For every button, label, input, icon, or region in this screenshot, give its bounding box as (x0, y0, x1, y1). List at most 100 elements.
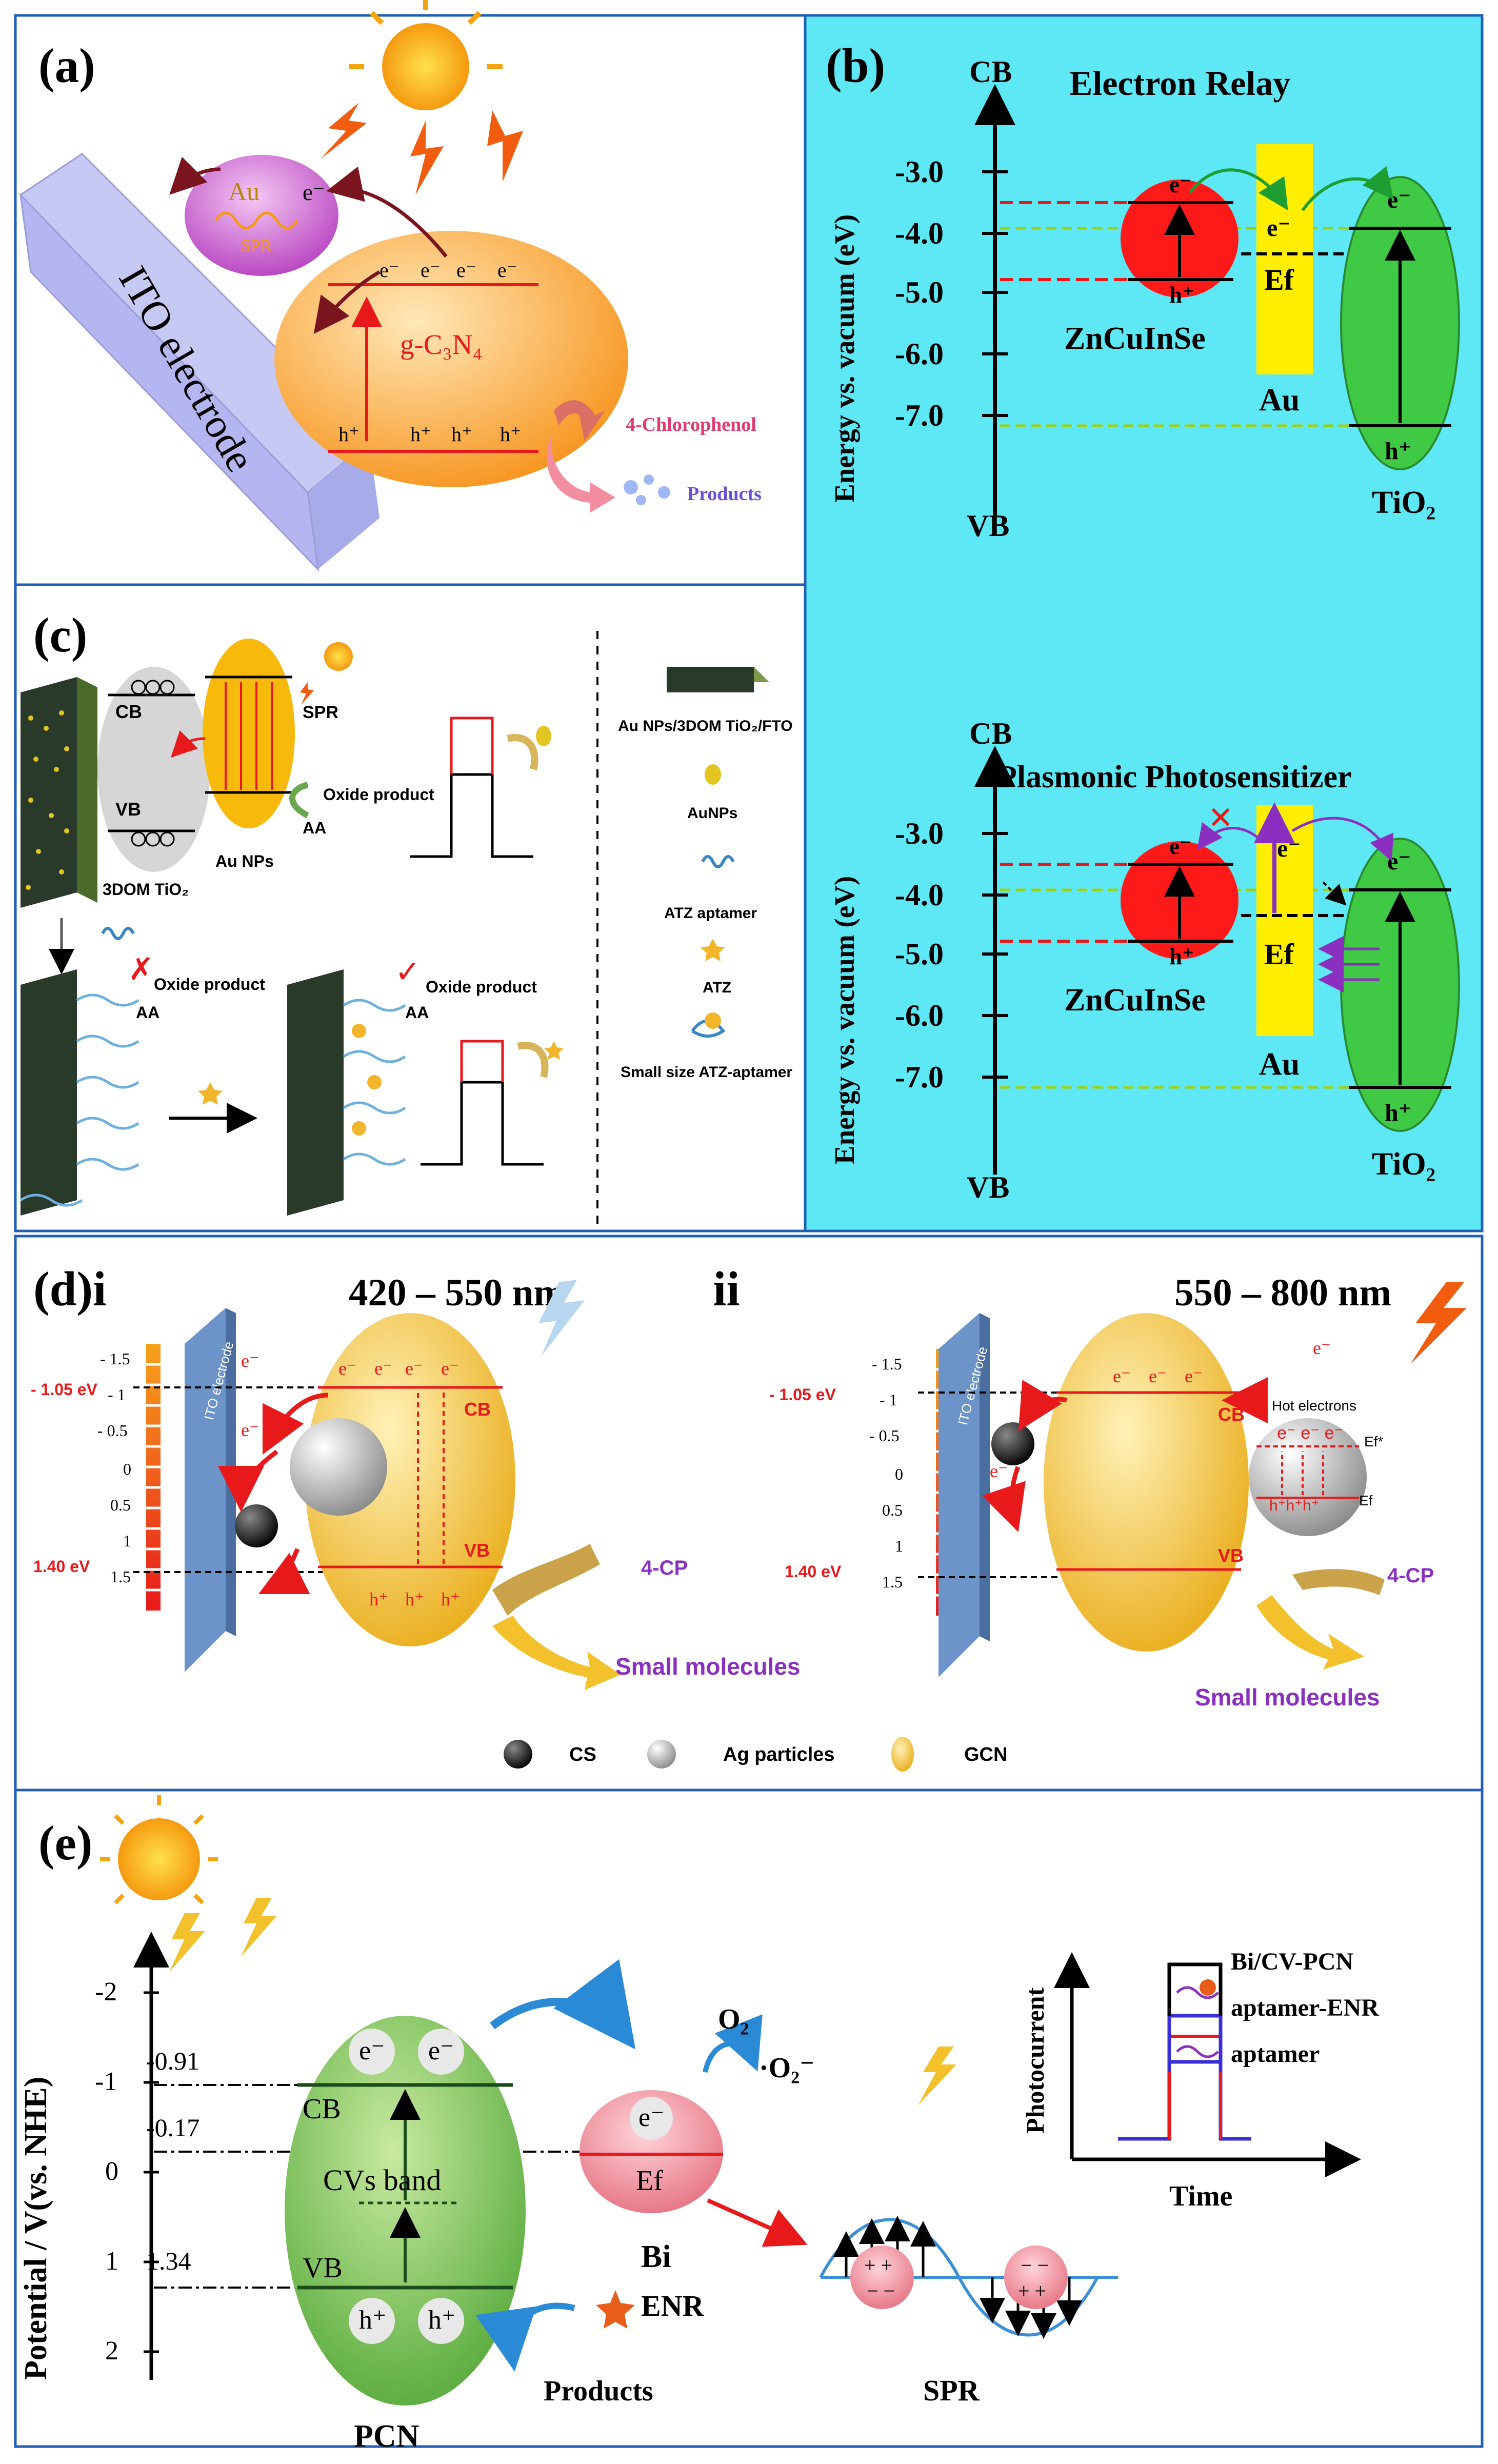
svg-text:e⁻: e⁻ (1277, 835, 1301, 862)
au-electron: e⁻ (303, 180, 325, 205)
svg-text:4-CP: 4-CP (1387, 1564, 1434, 1587)
svg-text:h⁺: h⁺ (441, 1589, 460, 1609)
bi-particle: e⁻ Ef Bi (580, 2090, 723, 2274)
gcn-label: g-C₃N₄ (400, 329, 483, 360)
tio2-electrode-stack-3 (287, 969, 406, 1216)
svg-text:Oxide product: Oxide product (426, 978, 537, 996)
svg-text:CB: CB (1218, 1404, 1245, 1425)
svg-text:− −: − − (867, 2279, 895, 2302)
svg-text:0: 0 (895, 1465, 903, 1483)
svg-text:e⁻: e⁻ (456, 259, 476, 282)
svg-text:e⁻: e⁻ (338, 1358, 356, 1379)
svg-text:e⁻: e⁻ (497, 259, 517, 282)
panel-c-legend: Au NPs/3DOM TiO₂/FTO AuNPs ATZ aptamer A… (618, 667, 793, 1081)
svg-text:e⁻: e⁻ (405, 1358, 423, 1379)
au-particle: Au e⁻ SPR (185, 155, 338, 276)
svg-text:Ef: Ef (1264, 263, 1294, 296)
svg-text:Products: Products (544, 2375, 653, 2407)
svg-text:- 1.05 eV: - 1.05 eV (769, 1385, 836, 1404)
svg-text:e⁻: e⁻ (1387, 848, 1411, 875)
svg-text:-3.0: -3.0 (895, 817, 944, 850)
svg-text:ZnCuInSe: ZnCuInSe (1064, 321, 1206, 356)
svg-text:h⁺: h⁺ (451, 423, 472, 446)
svg-text:0.5: 0.5 (882, 1501, 903, 1519)
svg-text:Potential / V(vs. NHE): Potential / V(vs. NHE) (18, 2077, 53, 2380)
reaction-arrow (554, 400, 605, 441)
subpanel-d-ii: - 1.5- 1 - 0.50 0.51 1.5 - 1.05 eV 1.40 … (769, 1313, 1434, 1711)
svg-text:e⁻: e⁻ (441, 1358, 459, 1379)
svg-text:0: 0 (123, 1460, 131, 1478)
bottom-energy-ticks: -3.0 -4.0 -5.0 -6.0 -7.0 (895, 817, 944, 1094)
svg-text:-3.0: -3.0 (895, 155, 944, 189)
gcn-electrons: e⁻e⁻ e⁻e⁻ (380, 259, 517, 282)
svg-text:-6.0: -6.0 (895, 999, 944, 1032)
svg-text:e⁻: e⁻ (241, 1420, 259, 1440)
svg-text:h⁺: h⁺ (338, 423, 359, 446)
tio2-electrode-stack-2 (19, 969, 139, 1216)
svg-text:3DOM TiO₂: 3DOM TiO₂ (103, 880, 189, 899)
svg-text:1: 1 (105, 2247, 118, 2276)
svg-text:Ef: Ef (636, 2165, 663, 2197)
inset-series-label-3: aptamer (1231, 2040, 1320, 2068)
legend-atz: ATZ (703, 979, 731, 996)
svg-text:Ag particles: Ag particles (723, 1744, 835, 1765)
svg-text:Au: Au (1259, 383, 1300, 418)
svg-text:SPR: SPR (923, 2374, 980, 2407)
svg-text:AA: AA (303, 819, 326, 837)
svg-text:-4.0: -4.0 (895, 878, 944, 912)
svg-text:Ef: Ef (1264, 938, 1294, 971)
svg-text:4-CP: 4-CP (641, 1557, 688, 1579)
panel-a-label: (a) (38, 38, 95, 93)
svg-text:VB: VB (967, 509, 1009, 543)
svg-text:CS: CS (569, 1744, 596, 1765)
svg-text:CB: CB (969, 717, 1012, 750)
svg-text:- 0.5: - 0.5 (97, 1421, 128, 1440)
svg-text:ZnCuInSe: ZnCuInSe (1064, 983, 1206, 1018)
svg-text:e⁻: e⁻ (241, 1350, 259, 1371)
svg-text:h⁺: h⁺ (359, 2306, 386, 2335)
svg-text:-5.0: -5.0 (895, 937, 944, 971)
svg-text:- 1.5: - 1.5 (100, 1349, 130, 1368)
legend-small-aptamer: Small size ATZ-aptamer (621, 1064, 792, 1081)
panel-e: (e) Potential / V(vs. NHE) -2 -1 0 1 2 (14, 1789, 1484, 2454)
svg-text:VB: VB (1218, 1545, 1244, 1566)
svg-text:-0.91: -0.91 (146, 2046, 199, 2075)
svg-text:VB: VB (115, 799, 141, 820)
svg-text:h⁺: h⁺ (369, 1589, 388, 1609)
tio2-electrode-stack-1 (21, 677, 97, 908)
ito-electrode-slab: ITO electrode (19, 153, 380, 572)
svg-text:-5.0: -5.0 (895, 275, 944, 309)
panel-d-ii-label: ii (713, 1262, 740, 1316)
svg-text:Oxide product: Oxide product (323, 785, 434, 804)
svg-text:2: 2 (105, 2336, 118, 2366)
panel-b-label: (b) (826, 38, 885, 93)
svg-text:e⁻: e⁻ (1185, 1366, 1203, 1386)
d-ii-ticks: - 1.5- 1 - 0.50 0.51 1.5 (869, 1355, 903, 1591)
svg-text:Hot electrons: Hot electrons (1272, 1398, 1356, 1414)
subpanel-d-i: - 1.5- 1 - 0.50 0.51 1.5 - 1.05 eV 1.40 … (31, 1308, 801, 1690)
svg-text:TiO₂: TiO₂ (1372, 485, 1435, 520)
svg-text:e⁻: e⁻ (638, 2103, 665, 2132)
svg-text:h⁺: h⁺ (410, 423, 431, 446)
svg-text:AA: AA (405, 1003, 429, 1022)
svg-text:CVs band: CVs band (323, 2163, 441, 2197)
svg-text:h⁺: h⁺ (1385, 1099, 1411, 1126)
svg-text:CB: CB (115, 701, 142, 722)
svg-text:Oxide product: Oxide product (154, 975, 265, 993)
panel-a: (a) ITO electrode Au e⁻ SPR (14, 0, 807, 586)
panel-c-label: (c) (33, 608, 87, 662)
photocurrent-pulse-1 (410, 717, 551, 858)
svg-text:-7.0: -7.0 (895, 399, 944, 432)
svg-text:550 – 800 nm: 550 – 800 nm (1174, 1271, 1391, 1314)
svg-text:Time: Time (1169, 2180, 1232, 2212)
gcn-holes: h⁺ h⁺ h⁺ h⁺ (338, 423, 521, 446)
reactant-label: 4-Chlorophenol (626, 414, 756, 435)
svg-text:Au NPs: Au NPs (215, 852, 274, 870)
svg-text:-2: -2 (95, 1977, 117, 2006)
panel-d: (d)i 420 – 550 nm - 1.5- 1 - 0.50 0.51 1… (14, 1235, 1484, 1792)
svg-text:h⁺: h⁺ (1385, 438, 1411, 465)
pcn-particle: e⁻e⁻ h⁺h⁺ CB VB CVs band PCN (285, 2016, 526, 2454)
svg-text:1.5: 1.5 (110, 1567, 131, 1586)
svg-text:1.40 eV: 1.40 eV (33, 1557, 90, 1576)
svg-text:h⁺: h⁺ (500, 423, 521, 446)
